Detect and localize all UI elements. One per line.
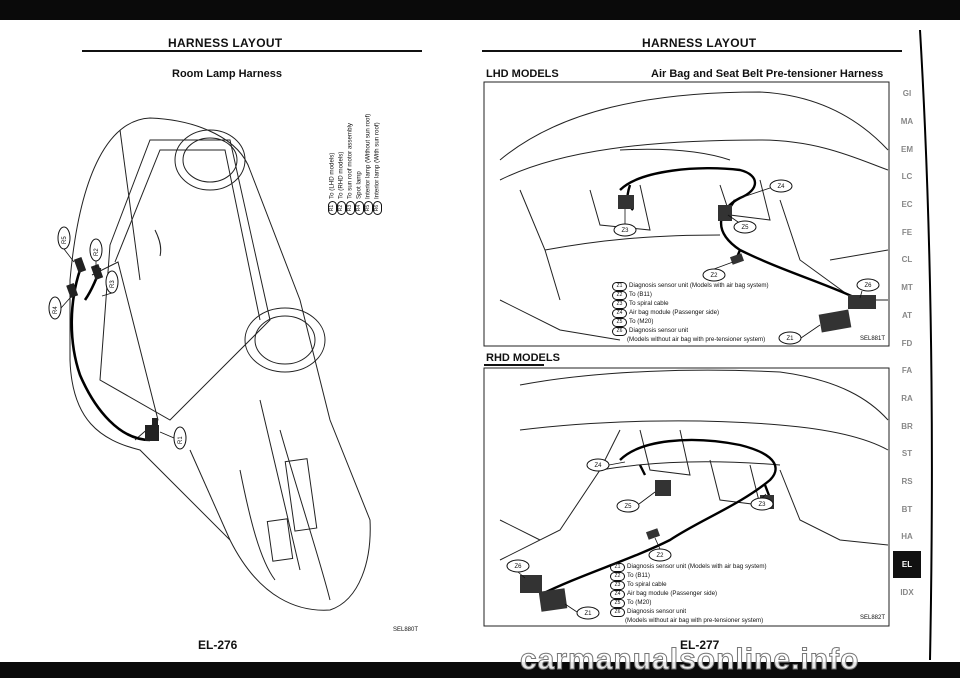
tab-fd[interactable]: FD xyxy=(901,338,913,348)
lhd-connector-z4: Z4 xyxy=(777,184,785,190)
lhd-ref-code: SEL881T xyxy=(860,336,886,342)
legend-row-r3: R3To sun roof motor assembly xyxy=(346,114,355,215)
right-header-rule xyxy=(482,50,902,52)
tab-st[interactable]: ST xyxy=(901,449,913,459)
tab-mt[interactable]: MT xyxy=(901,283,913,293)
tab-br[interactable]: BR xyxy=(901,421,913,431)
tab-idx[interactable]: IDX xyxy=(900,587,914,597)
room-lamp-legend: R1To (LHD models) R2To (RHD models) R3To… xyxy=(328,114,382,215)
tab-cl[interactable]: CL xyxy=(901,255,913,265)
lhd-legend-note: (Models without air bag with pre-tension… xyxy=(627,336,766,343)
lhd-connector-z2: Z2 xyxy=(710,273,718,279)
lhd-connector-z5: Z5 xyxy=(741,225,749,231)
left-page-subtitle: Room Lamp Harness xyxy=(172,68,283,80)
tab-el[interactable]: EL xyxy=(893,550,921,579)
right-page-number: EL-277 xyxy=(680,638,720,652)
lhd-models-label: LHD MODELS xyxy=(486,68,559,80)
tab-fa[interactable]: FA xyxy=(901,366,913,376)
tab-bt[interactable]: BT xyxy=(901,504,913,514)
rhd-label-rule xyxy=(484,364,544,366)
left-header-rule xyxy=(82,50,422,52)
tab-ma[interactable]: MA xyxy=(900,117,914,127)
left-ref-code: SEL880T xyxy=(393,627,419,633)
tab-ra[interactable]: RA xyxy=(901,393,913,403)
rhd-connector-z3: Z3 xyxy=(758,502,766,508)
top-scan-bar xyxy=(0,0,960,20)
connector-label-r1: R1 xyxy=(178,436,184,444)
bottom-scan-bar xyxy=(0,662,960,678)
watermark: carmanualsonline.info xyxy=(519,643,860,677)
lhd-connector-z3: Z3 xyxy=(621,228,629,234)
legend-row-r5: R5Interior lamp (Without sun roof) xyxy=(364,114,373,215)
legend-row-r6: R6Interior lamp (With sun roof) xyxy=(373,114,382,215)
connector-label-r4: R4 xyxy=(53,306,59,314)
section-tabs: GI MA EM LC EC FE CL MT AT FD FA RA BR S… xyxy=(893,80,921,606)
connector-label-r3: R3 xyxy=(110,280,116,288)
tab-rs[interactable]: RS xyxy=(901,476,913,486)
rhd-connector-z5: Z5 xyxy=(624,504,632,510)
tab-lc[interactable]: LC xyxy=(901,172,913,182)
legend-row-r1: R1To (LHD models) xyxy=(328,114,337,215)
left-page-number: EL-276 xyxy=(198,638,238,652)
tab-ec[interactable]: EC xyxy=(901,200,913,210)
connector-label-r2: R2 xyxy=(94,248,100,256)
left-page-header: HARNESS LAYOUT xyxy=(168,36,283,50)
tab-ha[interactable]: HA xyxy=(901,532,913,542)
tab-fe[interactable]: FE xyxy=(901,227,913,237)
tab-at[interactable]: AT xyxy=(901,310,913,320)
lhd-connector-z1: Z1 xyxy=(786,336,794,342)
rhd-connector-z6: Z6 xyxy=(514,564,522,570)
legend-row-r4: R4Spot lamp xyxy=(355,114,364,215)
rhd-connector-z1: Z1 xyxy=(584,611,592,617)
tab-em[interactable]: EM xyxy=(901,144,913,154)
rhd-legend-note: (Models without air bag with pre-tension… xyxy=(625,617,764,624)
rhd-ref-code: SEL882T xyxy=(860,615,886,621)
rhd-connector-z4: Z4 xyxy=(594,463,602,469)
legend-row-r2: R2To (RHD models) xyxy=(337,114,346,215)
tab-gi[interactable]: GI xyxy=(902,89,912,99)
rhd-connector-z2: Z2 xyxy=(656,553,664,559)
right-page-header: HARNESS LAYOUT xyxy=(642,36,757,50)
lhd-connector-z6: Z6 xyxy=(864,283,872,289)
rhd-models-label: RHD MODELS xyxy=(486,352,560,364)
right-page-subtitle: Air Bag and Seat Belt Pre-tensioner Harn… xyxy=(651,68,884,80)
connector-label-r5: R5 xyxy=(62,236,68,244)
